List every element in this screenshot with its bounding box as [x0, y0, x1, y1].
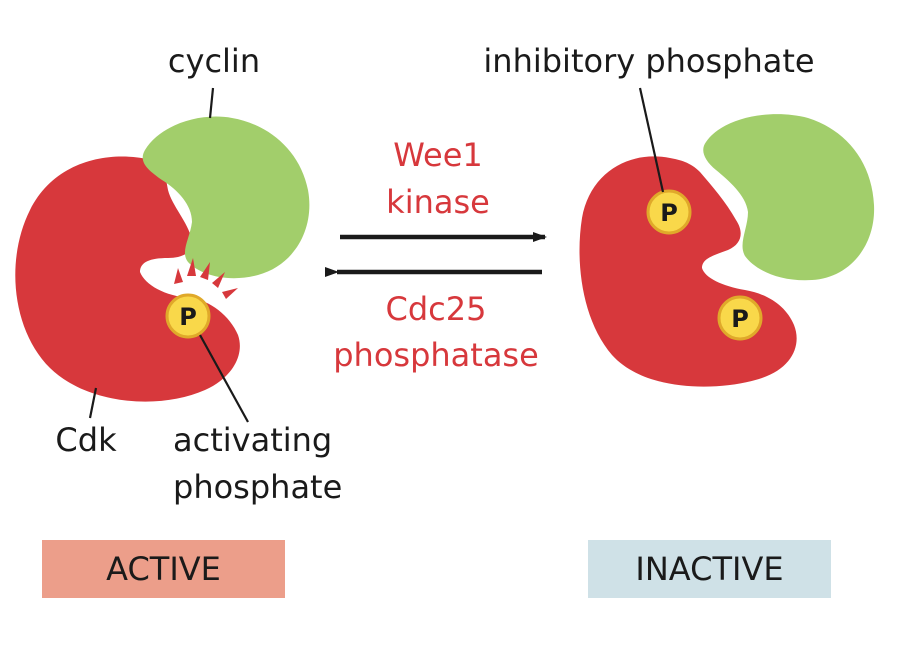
inactive-state-label: INACTIVE	[635, 550, 784, 588]
inactive-cyclin-shape	[703, 114, 875, 281]
active-state-label: ACTIVE	[106, 550, 221, 588]
inactive-complex: P P	[579, 114, 875, 387]
activating-phosphate: P	[165, 293, 211, 339]
active-cyclin-shape	[142, 116, 310, 279]
cdk-label: Cdk	[55, 421, 117, 459]
active-complex: P	[15, 116, 310, 402]
activating-phosphate-inactive: P	[717, 295, 763, 341]
inhibitory-phosphate-label: inhibitory phosphate	[483, 42, 814, 80]
activating-leader	[199, 334, 249, 423]
svg-text:P: P	[179, 303, 197, 331]
svg-text:P: P	[731, 305, 749, 333]
cdk-leader	[88, 387, 98, 419]
phosphatase-label: phosphatase	[333, 336, 539, 374]
inhibitory-phosphate: P	[646, 189, 692, 235]
activation-rays	[174, 258, 238, 299]
cyclin-label: cyclin	[168, 42, 260, 80]
kinase-label: kinase	[386, 183, 490, 221]
inhibitory-leader	[638, 87, 665, 193]
svg-text:P: P	[660, 199, 678, 227]
active-cdk-shape	[15, 156, 240, 402]
cdc25-label: Cdc25	[386, 290, 487, 328]
cyclin-leader	[208, 87, 215, 119]
phosphate-label: phosphate	[173, 468, 342, 506]
inactive-state-box: INACTIVE	[588, 540, 831, 598]
wee1-label: Wee1	[393, 136, 483, 174]
active-state-box: ACTIVE	[42, 540, 285, 598]
activating-label: activating	[173, 421, 332, 459]
leader-lines	[88, 87, 665, 423]
